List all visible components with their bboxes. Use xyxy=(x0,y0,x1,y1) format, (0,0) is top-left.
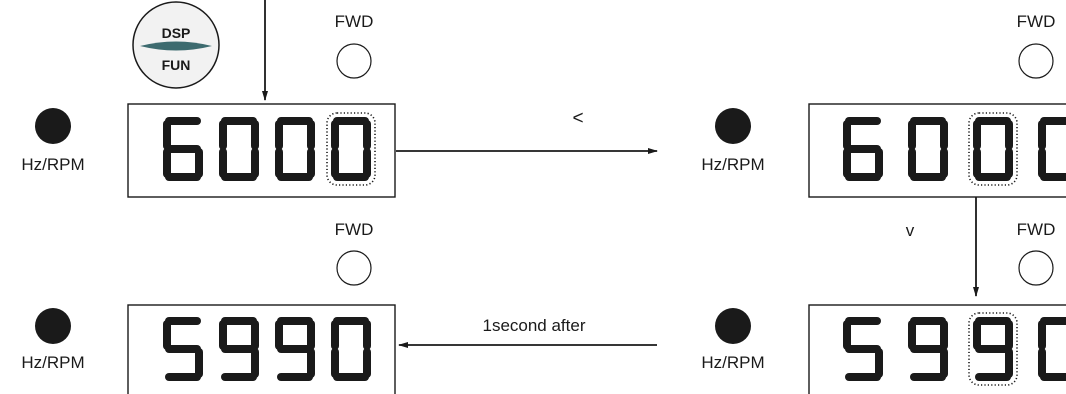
unit-label: Hz/RPM xyxy=(21,155,84,174)
panel-top-right: FWD Hz/RPM xyxy=(701,12,1066,198)
unit-label: Hz/RPM xyxy=(21,353,84,372)
seven-seg-display xyxy=(163,317,371,381)
digit xyxy=(968,112,1018,186)
key-top-label: DSP xyxy=(162,25,191,41)
fwd-led xyxy=(336,250,372,286)
blink-indicator xyxy=(968,312,1018,386)
shift-key-label: < xyxy=(572,108,583,129)
seven-seg-display xyxy=(163,112,376,186)
unit-led xyxy=(35,308,71,344)
fwd-label: FWD xyxy=(1017,12,1056,31)
digit xyxy=(275,317,315,381)
digit xyxy=(968,312,1018,386)
digit xyxy=(219,117,259,181)
digit xyxy=(326,112,376,186)
unit-led xyxy=(715,308,751,344)
unit-led xyxy=(35,108,71,144)
fwd-label: FWD xyxy=(1017,220,1056,239)
digit xyxy=(1038,117,1066,181)
panel-bottom-left: FWD Hz/RPM xyxy=(21,220,396,394)
digit xyxy=(163,117,203,181)
unit-led xyxy=(715,108,751,144)
blink-indicator xyxy=(968,112,1018,186)
fwd-led xyxy=(1018,43,1054,79)
fwd-label: FWD xyxy=(335,12,374,31)
digit xyxy=(843,117,883,181)
digit xyxy=(163,317,203,381)
digit xyxy=(908,117,948,181)
fwd-label: FWD xyxy=(335,220,374,239)
down-key-label: v xyxy=(906,221,915,240)
fwd-led xyxy=(336,43,372,79)
unit-label: Hz/RPM xyxy=(701,353,764,372)
digit xyxy=(219,317,259,381)
seven-seg-display xyxy=(843,312,1066,386)
fwd-led xyxy=(1018,250,1054,286)
panel-bottom-right: FWD Hz/RPM xyxy=(701,220,1066,394)
dsp-fun-key-icon: DSP FUN xyxy=(132,1,220,89)
blink-indicator xyxy=(326,112,376,186)
unit-label: Hz/RPM xyxy=(701,155,764,174)
digit xyxy=(1038,317,1066,381)
key-bottom-label: FUN xyxy=(162,57,191,73)
panel-top-left: FWD Hz/RPM xyxy=(21,12,396,198)
delay-label: 1second after xyxy=(482,316,585,335)
digit xyxy=(843,317,883,381)
digit xyxy=(908,317,948,381)
digit xyxy=(331,317,371,381)
digit xyxy=(275,117,315,181)
seven-seg-display xyxy=(843,112,1066,186)
